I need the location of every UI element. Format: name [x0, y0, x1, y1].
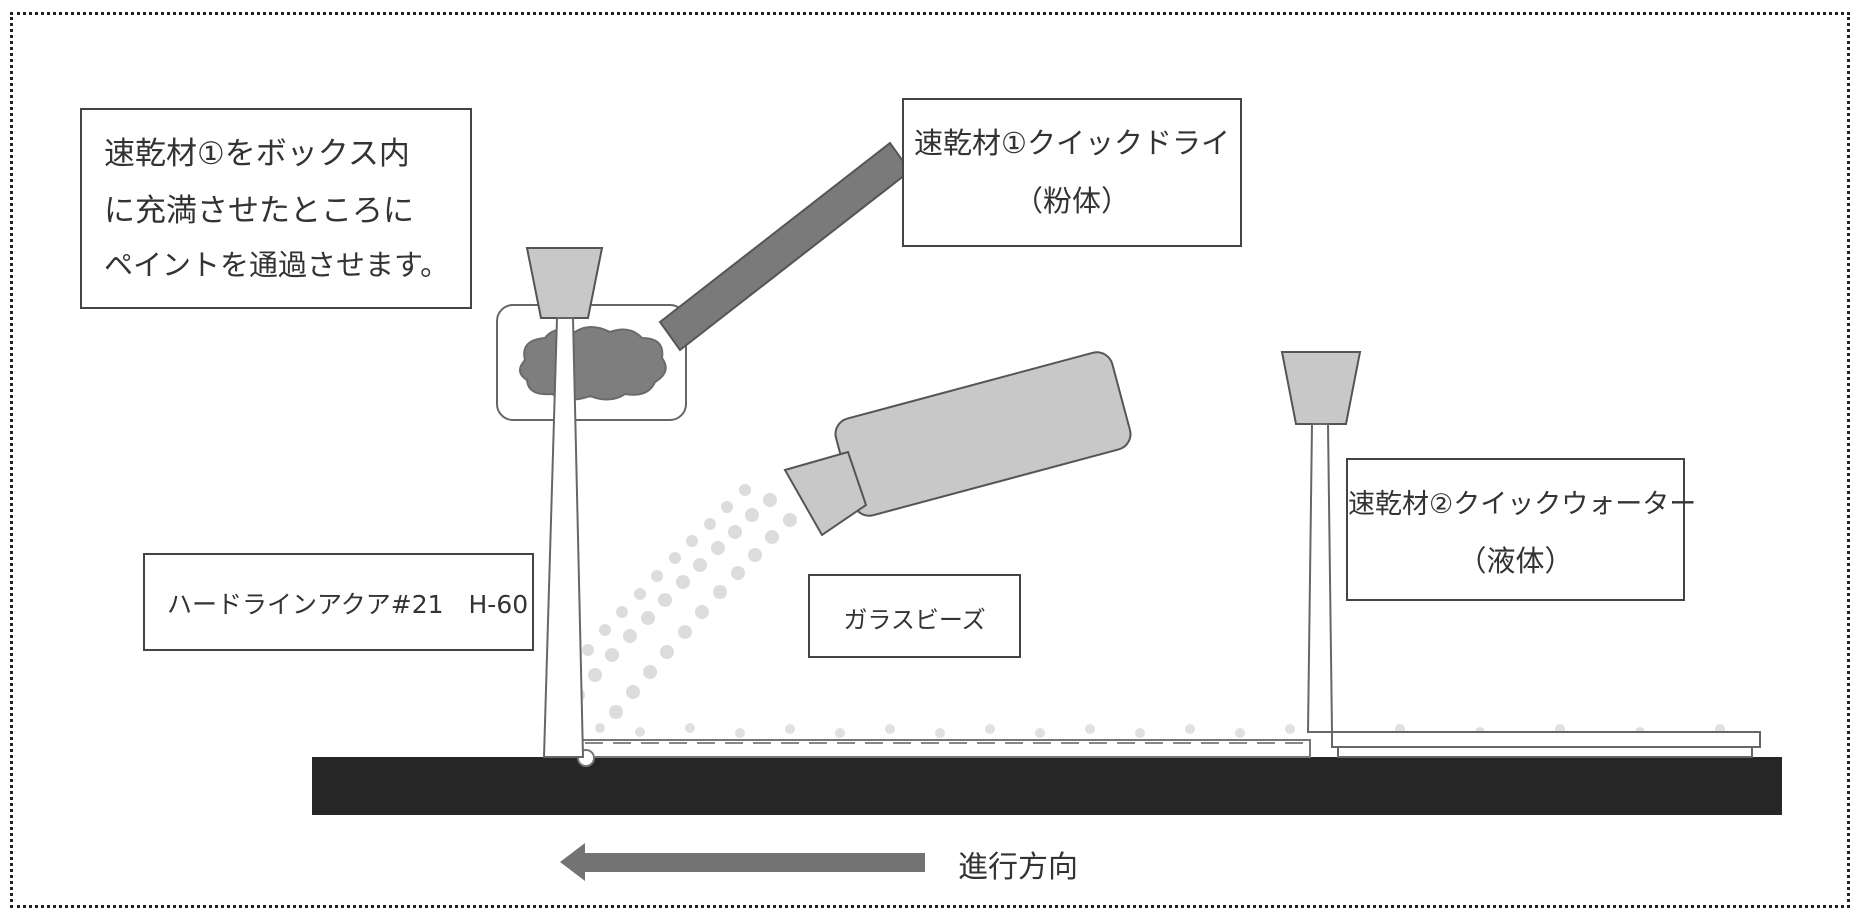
- note-line-2: に充満させたところに: [104, 193, 414, 229]
- glass-bead-dispenser: [783, 351, 1132, 537]
- note-box: 速乾材①をボックス内 に充満させたところに ペイントを通過させます。: [80, 108, 472, 309]
- paint-name: ハードラインアクア#21 H-60: [167, 590, 529, 619]
- paint-nozzle-left: [525, 247, 604, 319]
- road-surface: [312, 757, 1782, 815]
- quick-dry-label-box: 速乾材①クイックドライ （粉体）: [902, 98, 1242, 247]
- painted-line: [579, 739, 1311, 758]
- paint-stream-left: [542, 317, 585, 758]
- glass-beads-label-box: ガラスビーズ: [808, 574, 1021, 658]
- quick-water-stream: [1306, 423, 1334, 733]
- liquid-coating-strip: [1331, 731, 1761, 748]
- quick-water-nozzle: [1280, 351, 1362, 425]
- paint-label-box: ハードラインアクア#21 H-60: [143, 553, 534, 651]
- quick-dry-tube: [658, 141, 912, 352]
- glass-beads-name: ガラスビーズ: [843, 606, 986, 634]
- quick-dry-type: （粉体）: [1013, 184, 1130, 218]
- direction-label: 進行方向: [958, 850, 1078, 885]
- diagram-frame: [10, 12, 1850, 908]
- powder-cloud: [519, 326, 667, 401]
- quick-water-label-box: 速乾材②クイックウォーター （液体）: [1346, 458, 1697, 601]
- note-line-3: ペイントを通過させます。: [104, 248, 450, 282]
- quick-dry-name: 速乾材①クイックドライ: [914, 126, 1230, 160]
- bead-spray: [552, 484, 797, 719]
- note-line-1: 速乾材①をボックス内: [104, 136, 410, 172]
- quick-water-name: 速乾材②クイックウォーター: [1348, 489, 1697, 520]
- direction-arrow: [560, 843, 925, 881]
- quick-water-type: （液体）: [1457, 544, 1574, 578]
